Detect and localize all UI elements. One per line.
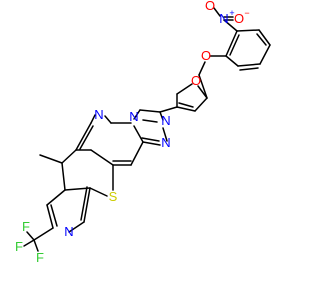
bond-lines xyxy=(23,7,271,252)
bond xyxy=(229,34,240,56)
atom-label-oxygen: O xyxy=(234,11,244,26)
bond xyxy=(178,102,194,108)
bond xyxy=(33,239,39,252)
charge-plus: + xyxy=(229,8,234,18)
bond xyxy=(159,111,164,121)
bond xyxy=(61,162,66,191)
bond xyxy=(237,63,261,67)
bond xyxy=(139,109,161,113)
charge-minus: − xyxy=(244,8,249,18)
bond xyxy=(213,7,221,17)
bond xyxy=(133,109,141,120)
bond xyxy=(198,74,208,99)
bond xyxy=(68,221,85,233)
bond xyxy=(141,137,160,142)
bond xyxy=(39,154,63,164)
bond xyxy=(83,187,91,223)
bond xyxy=(90,114,96,124)
bond xyxy=(194,97,208,112)
bond xyxy=(26,231,35,241)
bond xyxy=(80,186,88,221)
bond xyxy=(225,30,238,57)
atom-label-nitrogen: N xyxy=(64,224,73,239)
bond xyxy=(104,115,112,124)
bond xyxy=(258,29,271,46)
bond xyxy=(239,67,259,71)
bond xyxy=(79,125,94,150)
bond xyxy=(162,127,168,142)
bond xyxy=(130,141,144,166)
atom-label-oxygen: O xyxy=(191,73,201,88)
atom-label-oxygen: O xyxy=(201,48,211,63)
atom-labels: N N N N N S O O N + O O − F F F xyxy=(15,0,250,265)
bond xyxy=(223,19,238,32)
bond xyxy=(142,141,161,146)
bond xyxy=(46,189,66,206)
atom-label-nitrogen: N xyxy=(94,107,103,122)
bond xyxy=(198,61,206,76)
bond xyxy=(133,125,144,143)
atom-label-nitrogen: N xyxy=(161,135,170,150)
bond xyxy=(23,239,35,247)
bond xyxy=(236,29,260,32)
atom-label-oxygen: O xyxy=(205,0,215,13)
bond xyxy=(225,55,239,67)
atom-label-fluorine: F xyxy=(22,219,30,234)
bond xyxy=(90,149,114,166)
bond xyxy=(256,33,267,46)
bond xyxy=(176,83,193,95)
atom-label-nitrogen: N xyxy=(219,11,228,26)
atom-label-nitrogen: N xyxy=(129,109,138,124)
atom-label-sulfur: S xyxy=(109,189,118,204)
bond xyxy=(89,187,108,197)
bond xyxy=(259,44,271,65)
molecule-structure-drawing: N N N N N S O O N + O O − F F F xyxy=(15,0,271,265)
bond xyxy=(142,119,158,123)
atom-label-fluorine: F xyxy=(36,250,44,265)
atom-label-nitrogen: N xyxy=(161,113,170,128)
bond xyxy=(159,106,178,113)
bond xyxy=(33,227,54,241)
bond xyxy=(75,122,92,151)
bond xyxy=(176,106,196,112)
bond xyxy=(197,85,208,99)
bond xyxy=(61,149,77,164)
bond xyxy=(46,204,54,229)
atom-label-fluorine: F xyxy=(15,239,23,254)
bond xyxy=(50,204,58,227)
bond xyxy=(64,187,91,191)
